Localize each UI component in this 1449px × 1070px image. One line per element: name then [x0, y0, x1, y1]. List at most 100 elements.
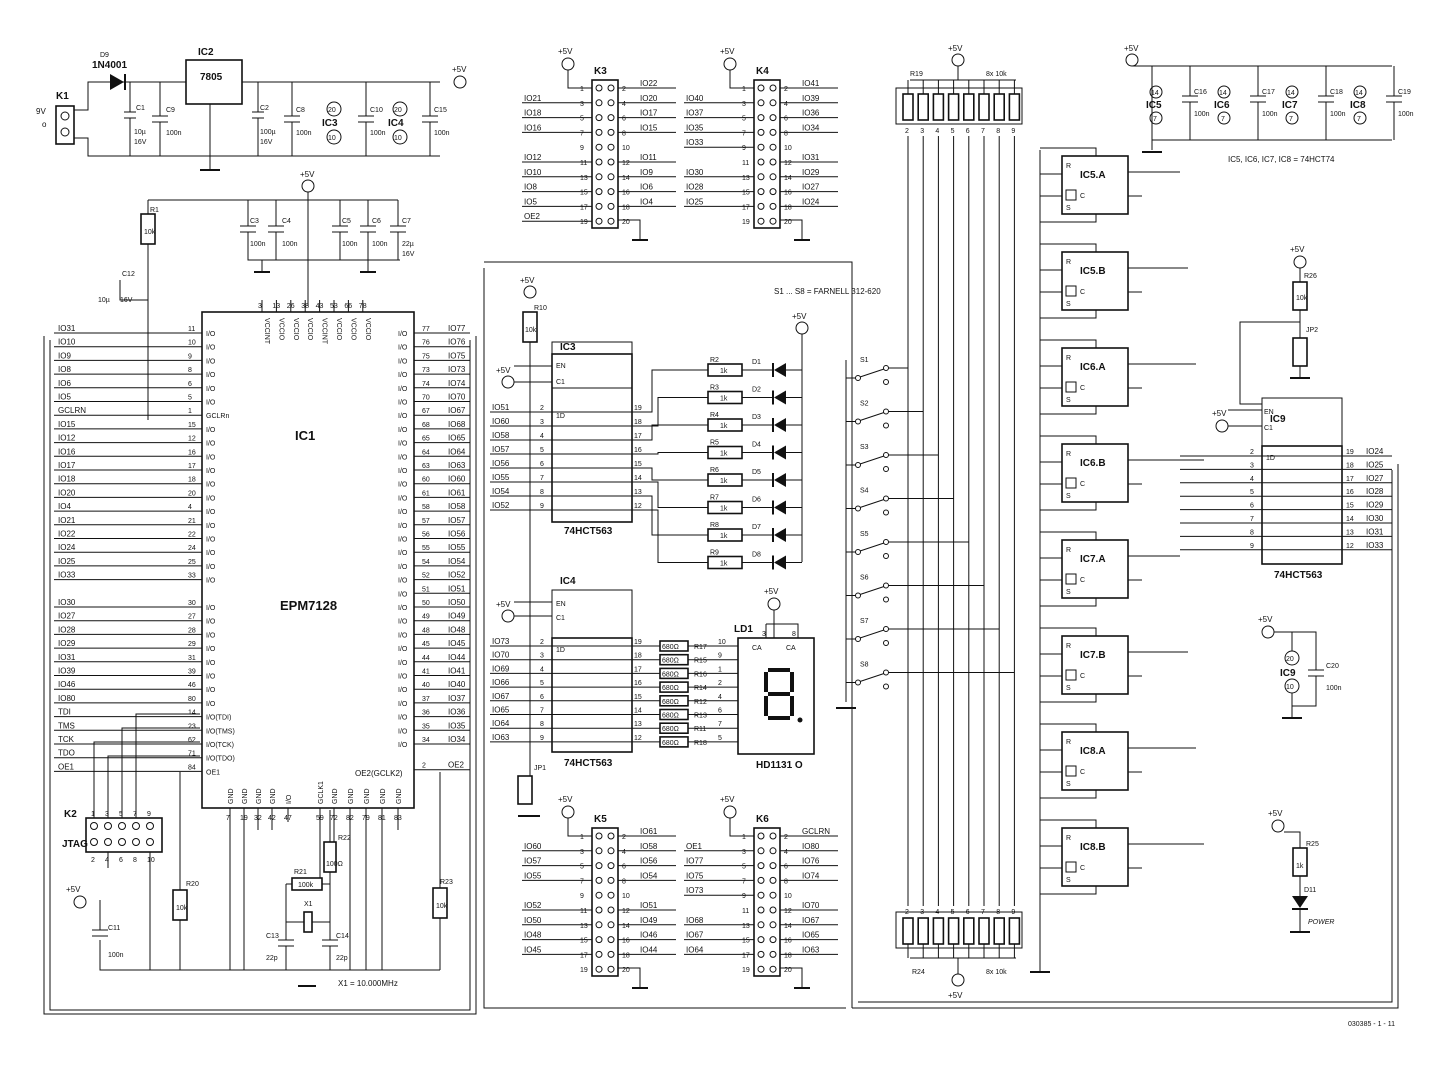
r26-value: 10k: [1296, 295, 1308, 302]
flipflop-c: C: [1080, 193, 1085, 200]
k3-vcc-label: +5V: [558, 47, 573, 56]
ic1-right-net: IO75: [448, 351, 466, 360]
k5-pin-number: 18: [622, 952, 630, 959]
k6-right-net: IO67: [802, 916, 820, 925]
k2-pin-number: 3: [105, 811, 109, 818]
k4-pin: [769, 143, 777, 151]
ic1-right-net: IO61: [448, 488, 466, 497]
k6-pin: [757, 936, 765, 944]
schmitt-icon: [1065, 189, 1077, 201]
k6-pin: [769, 876, 777, 884]
ic3-out-wire: [632, 452, 708, 455]
ic4-rows: IO73219680ΩR1710gIO70318680ΩR159fIO69417…: [490, 589, 748, 782]
r24-vcc-symbol: [951, 973, 965, 987]
ic9-out-pin: 13: [1346, 529, 1354, 536]
ic4-out-pin: 17: [634, 666, 642, 673]
switch-wire: [846, 541, 969, 553]
ic1-left-pin-number: 33: [188, 573, 196, 580]
r19-element: [932, 93, 945, 121]
ic1-right-net: IO64: [448, 447, 466, 456]
switch-contact: [883, 466, 889, 472]
k3-pin-number: 11: [580, 160, 587, 167]
ic1-top-pins: 3VCCINT13VCCIO26VCCIO38VCCIO43VCCINT53VC…: [258, 300, 371, 345]
ic1-bottom-pin-number: 59: [316, 815, 324, 822]
k3-right-net: IO15: [640, 123, 658, 132]
k4-pin-number: 14: [784, 175, 792, 182]
c4-value: 100n: [282, 241, 298, 248]
ic4-out-pin: 14: [634, 708, 642, 715]
k5-pin-number: 17: [580, 952, 588, 959]
flipflop-c: C: [1080, 481, 1085, 488]
ic1-right-pin-number: 76: [422, 340, 430, 347]
ic9-out-pin: 14: [1346, 516, 1354, 523]
ic1-right-pin-number: 41: [422, 669, 430, 676]
switch-lever: [859, 412, 885, 421]
ff-supply-pin: [1353, 111, 1367, 125]
r10-value: 10k: [525, 327, 537, 334]
ic4-label: IC4: [560, 576, 576, 587]
ic3-out-wire: [632, 369, 708, 413]
ic1-right-pin-number: 61: [422, 490, 430, 497]
k4-left-net: IO40: [686, 94, 704, 103]
ic1-left-pin-number: 62: [188, 737, 196, 744]
ic3-1d: 1D: [556, 413, 565, 420]
ic1-left-net: IO16: [58, 447, 76, 456]
ic9-in-pin: 6: [1250, 503, 1254, 510]
k4-right-net: IO27: [802, 183, 820, 192]
ic9-out-net: IO28: [1366, 487, 1384, 496]
ic1-left-pin-fn: I/O: [206, 372, 216, 379]
r19-vcc-label: +5V: [948, 44, 963, 53]
ic1-right-net: IO65: [448, 434, 466, 443]
flipflop-c: C: [1080, 577, 1085, 584]
ic9-out-net: IO33: [1366, 541, 1384, 550]
seg-pin: 1: [718, 666, 722, 673]
ic4-in-pin: 5: [540, 680, 544, 687]
r24-value: 8x 10k: [986, 969, 1007, 976]
k3-vcc-symbol: [561, 57, 575, 71]
r24-pin: 7: [981, 909, 985, 916]
k5-gnd-wire: [618, 967, 641, 988]
decoupling-section: +5V R1 10k C12 10µ 16V C3 100n C4 100n C…: [98, 170, 415, 420]
k2-pin-number: 10: [147, 857, 155, 864]
k4-gnd-wire: [780, 219, 803, 240]
k3-right-net: IO22: [640, 79, 658, 88]
ic1-left-net: IO39: [58, 667, 76, 676]
schmitt-icon: [1065, 477, 1077, 489]
k4-pin-number: 16: [784, 190, 792, 197]
ic1-right-net: IO44: [448, 653, 466, 662]
k3-pin: [595, 158, 603, 166]
led-diode: [774, 528, 786, 542]
ic9-part: 74HCT563: [1274, 570, 1323, 581]
k5-pin-number: 19: [580, 967, 588, 974]
ic3-part: 74HCT563: [564, 526, 613, 537]
power-led-section: +5V R25 1k D11 POWER: [1268, 809, 1334, 933]
switch-label: S2: [860, 401, 869, 408]
k4-pin: [757, 217, 765, 225]
flipflop-section: IC5.ARSCIC5.BRSCIC6.ARSCIC6.BRSCIC7.ARSC…: [1030, 44, 1414, 973]
ic9-out-pin: 12: [1346, 543, 1354, 550]
switch-label: S8: [860, 662, 869, 669]
switch-contact: [883, 626, 889, 632]
switch-note: S1 ... S8 = FARNELL 312-620: [774, 287, 881, 296]
k3-right-net: IO17: [640, 109, 658, 118]
r10-label: R10: [534, 305, 547, 312]
ic3-out-pin: 17: [634, 433, 642, 440]
r1-label: R1: [150, 207, 159, 214]
ic4-in-net: IO73: [492, 637, 510, 646]
ic4-part: 74HCT563: [564, 758, 613, 769]
ld1-part: HD1131 O: [756, 760, 803, 771]
k6-pin: [757, 906, 765, 914]
vcc-label: +5V: [452, 65, 467, 74]
k6-right-net: IO70: [802, 901, 820, 910]
switch-contact: [855, 462, 861, 468]
ic3-en-vcc-label: +5V: [496, 366, 511, 375]
k6-pin-number: 9: [742, 893, 746, 900]
k3-right-net: IO20: [640, 94, 658, 103]
led-vcc-symbol-2: [1271, 819, 1285, 833]
k2-label: K2: [64, 809, 77, 820]
decouple-caps: [240, 200, 406, 272]
ic9-out-net: IO27: [1366, 474, 1384, 483]
switch-lever: [859, 455, 885, 465]
